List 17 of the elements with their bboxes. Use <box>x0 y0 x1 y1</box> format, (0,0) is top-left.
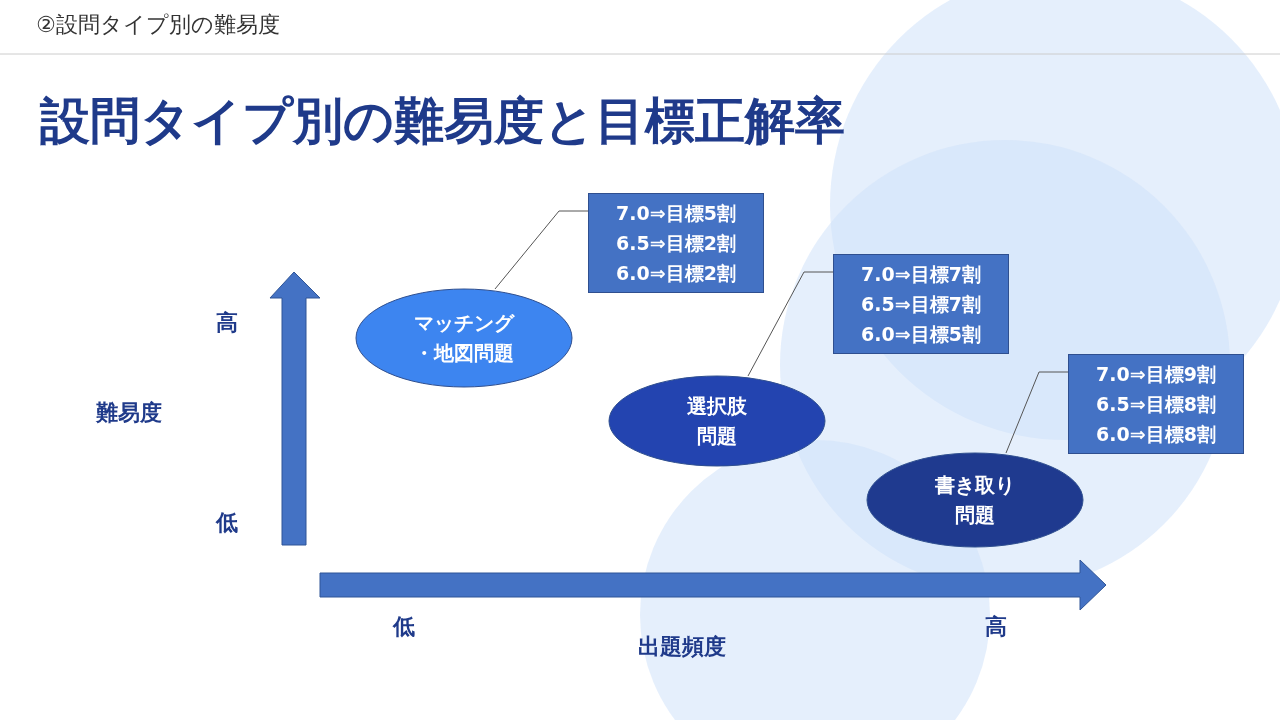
axis-label: 低 <box>216 509 238 537</box>
target-box: 7.0⇒目標9割 6.5⇒目標8割 6.0⇒目標8割 <box>1068 354 1244 454</box>
category-ellipse: マッチング・地図問題 <box>355 288 573 388</box>
leader-line <box>494 210 589 290</box>
category-ellipse: 選択肢問題 <box>608 375 826 467</box>
target-box: 7.0⇒目標5割 6.5⇒目標2割 6.0⇒目標2割 <box>588 193 764 293</box>
axis-title: 出題頻度 <box>638 633 726 661</box>
axis-label: 低 <box>393 613 415 641</box>
title: 設問タイプ別の難易度と目標正解率 <box>40 91 845 152</box>
leader-line <box>747 271 834 377</box>
axis-label: 高 <box>216 309 238 337</box>
target-box: 7.0⇒目標7割 6.5⇒目標7割 6.0⇒目標5割 <box>833 254 1009 354</box>
leader-line <box>1005 371 1069 454</box>
category-ellipse: 書き取り問題 <box>866 452 1084 548</box>
axis-title: 難易度 <box>96 399 162 427</box>
axis-label: 高 <box>985 613 1007 641</box>
header: ②設問タイプ別の難易度 <box>36 11 280 39</box>
